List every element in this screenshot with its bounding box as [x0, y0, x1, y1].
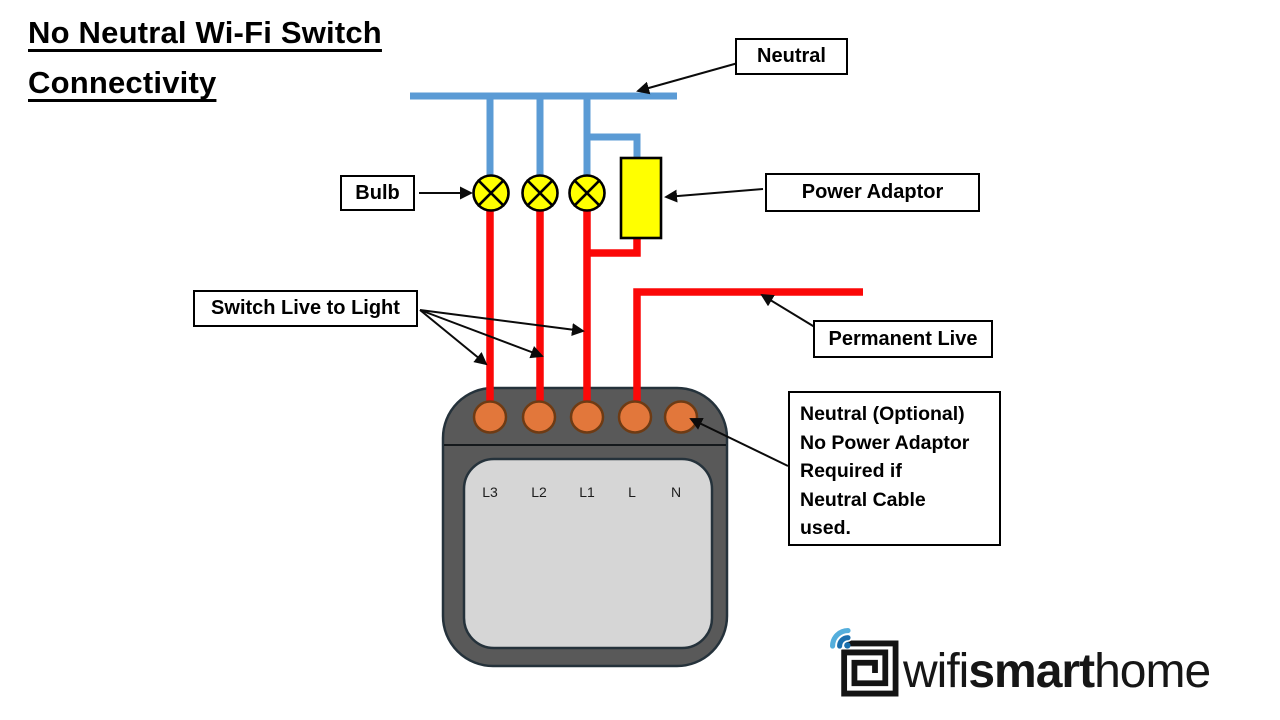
neutral-note-line: No Power Adaptor — [800, 431, 970, 454]
wifi-arcs-icon — [830, 626, 853, 651]
power-adaptor-callout-arrow — [664, 188, 764, 203]
neutral-note-line: Neutral (Optional) — [800, 403, 965, 425]
bulb-symbols — [472, 174, 606, 212]
wifismarthome-logo-icon — [830, 626, 899, 697]
permanent-live-wire — [633, 288, 863, 406]
terminal-label-l3: L3 — [482, 484, 498, 500]
neutral-note-line: Neutral Cable — [800, 488, 926, 511]
neutral-note-line: used. — [800, 517, 851, 539]
neutral-note-box: Neutral (Optional) No Power Adaptor Requ… — [788, 391, 1001, 546]
permanent-live-callout-box: Permanent Live — [813, 320, 993, 358]
permanent-live-callout-arrow — [760, 293, 819, 330]
switch-live-arrow-3 — [419, 309, 585, 337]
page-title-line1: No Neutral Wi-Fi Switch — [28, 15, 382, 50]
switch-live-callout-label: Switch Live to Light — [211, 297, 400, 319]
bulb-symbol-2 — [521, 174, 559, 212]
adaptor-neutral-branch-wire — [584, 133, 641, 160]
bulb-callout-label: Bulb — [355, 181, 400, 204]
page-title: No Neutral Wi-Fi Switch Connectivity — [28, 8, 382, 108]
terminal-label-l1: L1 — [579, 484, 595, 500]
bulb-symbol-1 — [472, 174, 510, 212]
terminal-label-l2: L2 — [531, 484, 547, 500]
power-adaptor-rect — [619, 156, 663, 240]
qr-spiral-icon — [841, 640, 899, 697]
terminal-dot-l — [617, 400, 653, 434]
switch-live-arrow-1 — [419, 309, 488, 366]
page-title-line2: Connectivity — [28, 65, 217, 100]
logo-text-wifi: wifi — [903, 645, 969, 698]
neutral-callout-arrow — [636, 62, 739, 95]
terminal-label-l: L — [628, 484, 636, 500]
switch-live-callout-box: Switch Live to Light — [193, 290, 418, 327]
terminal-dot-l1 — [569, 400, 605, 434]
terminal-dots — [472, 400, 699, 434]
bulb-callout-box: Bulb — [340, 175, 415, 211]
terminal-dot-n — [663, 400, 699, 434]
callout-arrows — [419, 62, 819, 467]
terminal-panel — [462, 457, 714, 650]
neutral-note-callout-arrow — [689, 417, 789, 467]
power-adaptor-callout-label: Power Adaptor — [801, 181, 944, 203]
adaptor-live-branch-wire — [587, 237, 641, 257]
neutral-note-line: Required if — [800, 460, 902, 482]
switch-live-arrow-2 — [419, 309, 544, 359]
wifismarthome-logo-text: wifismarthome — [903, 644, 1211, 699]
logo-text-home: home — [1094, 645, 1211, 698]
terminal-dot-l3 — [472, 400, 508, 434]
permanent-live-callout-label: Permanent Live — [828, 327, 978, 350]
neutral-callout-label: Neutral — [757, 45, 826, 67]
power-adaptor-callout-box: Power Adaptor — [765, 173, 980, 212]
terminal-label-n: N — [670, 484, 682, 500]
neutral-wires — [410, 92, 677, 177]
logo-text-smart: smart — [968, 645, 1095, 698]
neutral-callout-box: Neutral — [735, 38, 848, 75]
terminal-dot-l2 — [521, 400, 557, 434]
bulb-symbol-3 — [568, 174, 606, 212]
live-wires — [486, 206, 863, 406]
